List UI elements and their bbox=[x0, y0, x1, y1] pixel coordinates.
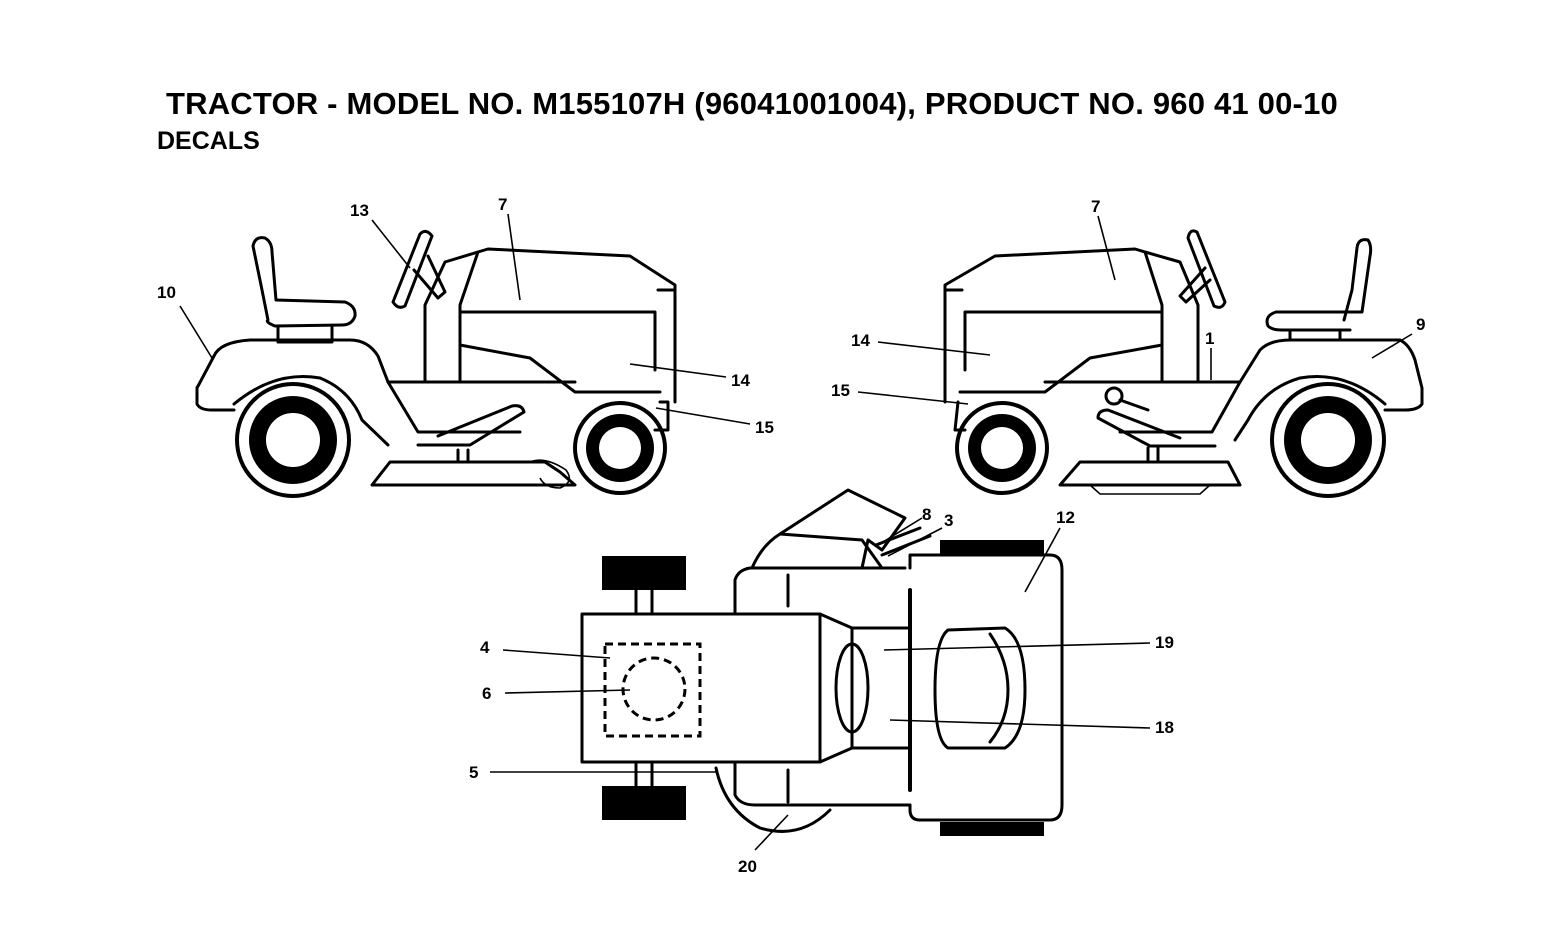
leader-18 bbox=[889, 719, 1151, 729]
callout-4: 4 bbox=[480, 638, 490, 657]
leader-4 bbox=[502, 649, 611, 659]
callout-3: 3 bbox=[944, 511, 953, 530]
callout-labels: 13 7 10 14 15 7 14 15 1 9 8 3 12 19 18 4… bbox=[157, 195, 1425, 876]
tractor-left-side-view bbox=[195, 229, 677, 498]
leader-14-left bbox=[629, 363, 727, 378]
callout-15-right: 15 bbox=[831, 381, 850, 400]
callout-13: 13 bbox=[350, 201, 369, 220]
callout-12: 12 bbox=[1056, 508, 1075, 527]
callout-18: 18 bbox=[1155, 718, 1174, 737]
leader-6 bbox=[504, 689, 631, 694]
callout-7-left: 7 bbox=[498, 195, 507, 214]
leader-lines bbox=[179, 213, 1413, 851]
section-title-decals: DECALS bbox=[157, 127, 260, 155]
page-title: TRACTOR - MODEL NO. M155107H (9604100100… bbox=[166, 86, 1338, 121]
tractor-top-view bbox=[580, 488, 1064, 836]
callout-5: 5 bbox=[469, 763, 478, 782]
callout-15-left: 15 bbox=[755, 418, 774, 437]
leader-19 bbox=[883, 642, 1151, 651]
leader-20 bbox=[754, 814, 789, 851]
leader-15-right bbox=[857, 391, 969, 405]
leader-3 bbox=[887, 527, 943, 557]
leader-10 bbox=[179, 305, 213, 359]
callout-19: 19 bbox=[1155, 633, 1174, 652]
leader-14-right bbox=[877, 341, 991, 356]
tractor-right-side-view bbox=[943, 229, 1424, 498]
callout-6: 6 bbox=[482, 684, 491, 703]
leader-13 bbox=[371, 219, 411, 269]
callout-14-right: 14 bbox=[851, 331, 870, 350]
leader-8 bbox=[877, 517, 923, 546]
callout-8: 8 bbox=[922, 505, 931, 524]
callout-10: 10 bbox=[157, 283, 176, 302]
leader-9 bbox=[1371, 333, 1413, 359]
callout-9: 9 bbox=[1416, 315, 1425, 334]
leader-15-left bbox=[655, 407, 751, 425]
callout-14-left: 14 bbox=[731, 371, 750, 390]
callout-7-right: 7 bbox=[1091, 197, 1100, 216]
leader-7-left bbox=[507, 213, 521, 301]
callout-20: 20 bbox=[738, 857, 757, 876]
leader-7-right bbox=[1097, 215, 1116, 281]
leader-12 bbox=[1024, 527, 1061, 593]
callout-1: 1 bbox=[1205, 329, 1214, 348]
